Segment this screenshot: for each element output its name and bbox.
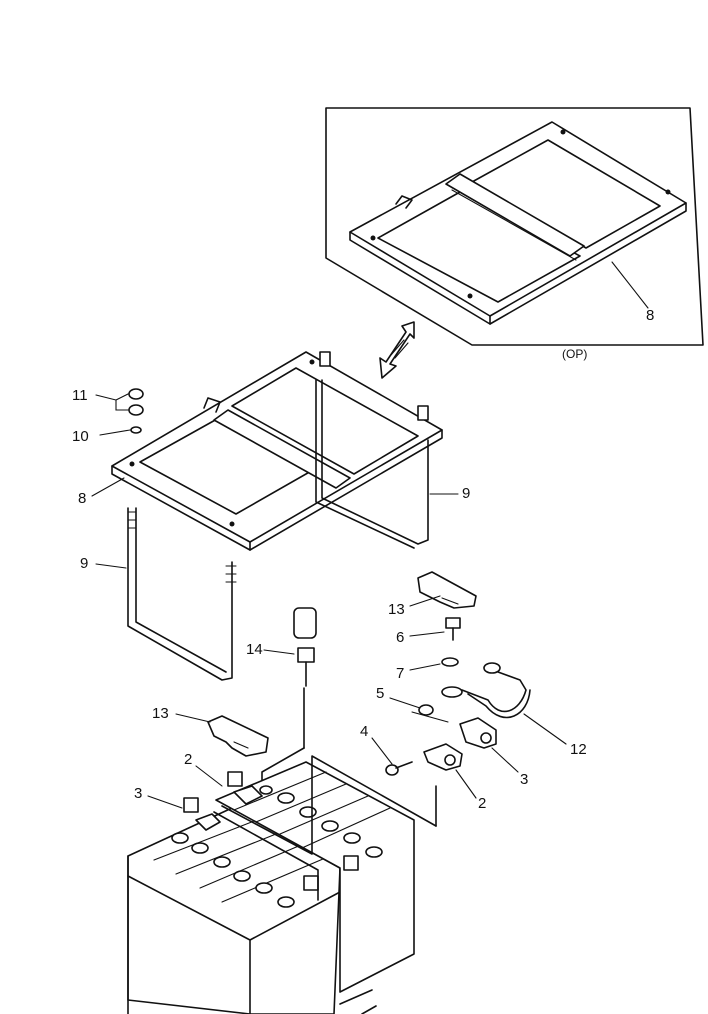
terminal-clamp-right-2: [423, 743, 463, 771]
bolt-4: [385, 761, 413, 776]
j-bolt-right: [315, 379, 429, 549]
callout-2-left: 2: [184, 751, 192, 768]
battery-cable: [441, 662, 531, 719]
callout-7: 7: [396, 665, 404, 682]
bolt-6: [445, 617, 461, 641]
callout-14: 14: [246, 641, 263, 658]
callout-3-left: 3: [134, 785, 142, 802]
callout-4: 4: [360, 723, 368, 740]
option-label: (OP): [562, 347, 587, 361]
callout-6: 6: [396, 629, 404, 646]
callout-11: 11: [72, 387, 88, 404]
callout-3-right: 3: [520, 771, 528, 788]
callout-8: 8: [78, 490, 86, 507]
double-arrow-icon: [379, 321, 415, 379]
nut-5: [418, 704, 434, 716]
callout-2-right: 2: [478, 795, 486, 812]
terminal-cover-left: [207, 715, 269, 757]
callout-9-left: 9: [80, 555, 88, 572]
hold-down-bar: [213, 755, 437, 1014]
j-bolt-left: [127, 507, 237, 681]
callout-10: 10: [72, 428, 89, 445]
callout-8-inset: 8: [646, 307, 654, 324]
callout-13-left: 13: [152, 705, 169, 722]
callout-9-right: 9: [462, 485, 470, 502]
battery-tray: [111, 351, 443, 551]
callout-13-right: 13: [388, 601, 405, 618]
callout-12: 12: [570, 741, 587, 758]
vent-plug: [261, 607, 317, 789]
battery-rear: [215, 761, 415, 993]
terminal-cover-right: [417, 571, 477, 609]
washer-7: [441, 657, 459, 667]
optional-tray-inset: [325, 107, 704, 346]
terminal-clamp-right: [459, 717, 497, 749]
nut-group: [128, 388, 144, 434]
callout-5: 5: [376, 685, 384, 702]
